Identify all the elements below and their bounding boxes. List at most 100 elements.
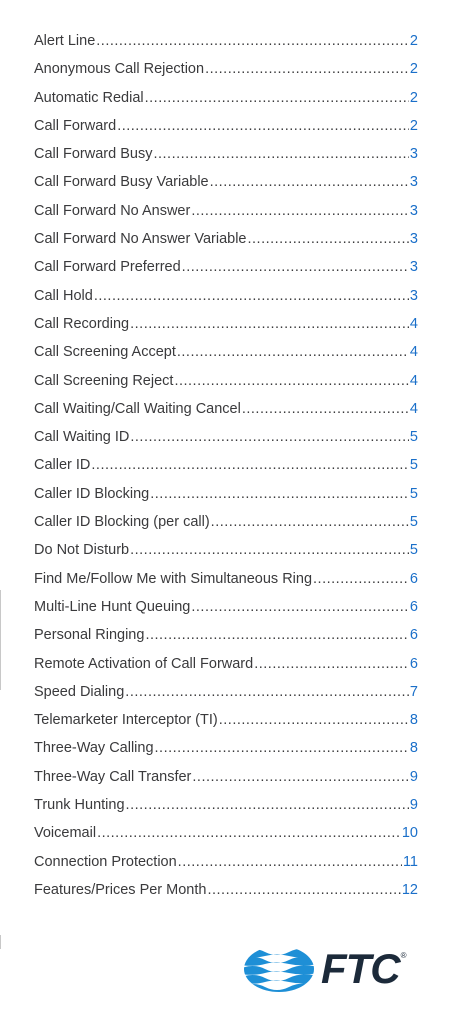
toc-entry[interactable]: Do Not Disturb5 [34, 542, 418, 570]
toc-entry[interactable]: Caller ID 5 [34, 457, 418, 485]
toc-entry-title: Call Waiting/Call Waiting Cancel [34, 400, 241, 417]
toc-entry-title: Anonymous Call Rejection [34, 61, 205, 78]
toc-entry[interactable]: Three-Way Calling8 [34, 740, 418, 768]
toc-entry[interactable]: Three-Way Call Transfer9 [34, 769, 418, 797]
toc-entry[interactable]: Caller ID Blocking 5 [34, 486, 418, 514]
toc-entry-page-number: 3 [409, 202, 418, 219]
toc-leader-dots [174, 373, 408, 389]
toc-entry-title: Call Waiting ID [34, 429, 130, 446]
toc-entry[interactable]: Call Screening Accept4 [34, 344, 418, 372]
toc-entry-title: Call Forward Busy Variable [34, 174, 209, 191]
toc-leader-dots [150, 486, 409, 502]
toc-entry[interactable]: Speed Dialing 7 [34, 684, 418, 712]
toc-entry-page-number: 9 [409, 797, 418, 814]
toc-entry-title: Three-Way Calling [34, 740, 154, 757]
toc-entry-title: Call Screening Reject [34, 372, 174, 389]
toc-entry-page-number: 6 [409, 627, 418, 644]
toc-leader-dots [96, 33, 409, 49]
toc-entry-page-number: 12 [401, 881, 418, 898]
toc-entry[interactable]: Call Recording4 [34, 316, 418, 344]
toc-entry-page-number: 3 [409, 259, 418, 276]
toc-entry-title: Call Forward No Answer [34, 202, 191, 219]
toc-leader-dots [130, 542, 409, 558]
toc-entry-page-number: 2 [409, 33, 418, 49]
toc-leader-dots [155, 740, 409, 756]
toc-leader-dots [130, 429, 409, 445]
toc-entry[interactable]: Multi-Line Hunt Queuing6 [34, 599, 418, 627]
toc-entry[interactable]: Trunk Hunting9 [34, 797, 418, 825]
page-edge-mark-bottom [0, 935, 1, 949]
toc-entry-page-number: 6 [409, 570, 418, 587]
toc-entry-page-number: 3 [409, 231, 418, 248]
toc-entry[interactable]: Call Forward 2 [34, 118, 418, 146]
toc-entry-title: Call Screening Accept [34, 344, 176, 361]
toc-leader-dots [97, 825, 401, 841]
toc-entry-page-number: 5 [409, 429, 418, 446]
toc-entry[interactable]: Find Me/Follow Me with Simultaneous Ring… [34, 571, 418, 599]
toc-entry-title: Caller ID [34, 457, 91, 474]
toc-entry[interactable]: Call Waiting/Call Waiting Cancel4 [34, 401, 418, 429]
toc-entry[interactable]: Personal Ringing 6 [34, 627, 418, 655]
toc-entry[interactable]: Call Forward No Answer 3 [34, 203, 418, 231]
toc-leader-dots [153, 146, 408, 162]
toc-entry-page-number: 11 [402, 853, 418, 870]
toc-entry[interactable]: Call Hold3 [34, 288, 418, 316]
toc-entry-title: Speed Dialing [34, 683, 125, 700]
toc-leader-dots [242, 401, 409, 417]
toc-entry[interactable]: Call Screening Reject4 [34, 373, 418, 401]
toc-entry-title: Personal Ringing [34, 627, 145, 644]
toc-entry[interactable]: Anonymous Call Rejection2 [34, 61, 418, 89]
ftc-logo: FTC ® [243, 945, 419, 993]
toc-leader-dots [313, 571, 409, 587]
toc-entry-title: Do Not Disturb [34, 542, 130, 559]
toc-entry[interactable]: Automatic Redial2 [34, 90, 418, 118]
toc-entry[interactable]: Features/Prices Per Month12 [34, 882, 418, 910]
toc-entry-title: Call Forward [34, 117, 117, 134]
toc-leader-dots [130, 316, 409, 332]
toc-entry-page-number: 3 [409, 287, 418, 304]
toc-entry[interactable]: Connection Protection 11 [34, 854, 418, 882]
toc-entry-title: Call Forward Preferred [34, 259, 181, 276]
toc-entry[interactable]: Call Forward No Answer Variable3 [34, 231, 418, 259]
toc-entry-page-number: 2 [409, 117, 418, 134]
toc-entry-title: Alert Line [34, 33, 96, 49]
toc-entry[interactable]: Caller ID Blocking (per call)5 [34, 514, 418, 542]
toc-leader-dots [191, 599, 409, 615]
toc-leader-dots [91, 457, 409, 473]
toc-leader-dots [207, 882, 400, 898]
toc-entry-page-number: 5 [409, 485, 418, 502]
toc-entry-page-number: 6 [409, 655, 418, 672]
toc-leader-dots [205, 61, 409, 77]
toc-entry-page-number: 5 [409, 457, 418, 474]
toc-entry[interactable]: Alert Line 2 [34, 33, 418, 61]
toc-leader-dots [145, 627, 408, 643]
toc-entry-title: Caller ID Blocking [34, 485, 150, 502]
toc-entry[interactable]: Call Forward Busy Variable3 [34, 174, 418, 202]
toc-entry[interactable]: Call Waiting ID 5 [34, 429, 418, 457]
toc-entry-title: Find Me/Follow Me with Simultaneous Ring [34, 570, 313, 587]
toc-leader-dots [219, 712, 409, 728]
toc-entry[interactable]: Telemarketer Interceptor (TI) 8 [34, 712, 418, 740]
toc-entry[interactable]: Call Forward Preferred 3 [34, 259, 418, 287]
toc-leader-dots [254, 656, 409, 672]
globe-waves-icon [244, 946, 314, 992]
toc-entry-title: Three-Way Call Transfer [34, 768, 192, 785]
toc-entry[interactable]: Call Forward Busy3 [34, 146, 418, 174]
toc-entry-page-number: 8 [409, 712, 418, 729]
toc-leader-dots [117, 118, 409, 134]
toc-entry-title: Caller ID Blocking (per call) [34, 514, 210, 531]
toc-entry-page-number: 3 [409, 146, 418, 163]
toc-entry-page-number: 10 [401, 825, 418, 842]
toc-entry-page-number: 4 [409, 315, 418, 332]
toc-entry-page-number: 7 [409, 683, 418, 700]
toc-entry-page-number: 6 [409, 598, 418, 615]
toc-entry-title: Connection Protection [34, 853, 177, 870]
toc-entry[interactable]: Remote Activation of Call Forward6 [34, 656, 418, 684]
toc-entry-title: Voicemail [34, 825, 97, 842]
page-edge-mark-top [0, 590, 1, 690]
logo-wordmark: FTC [321, 945, 401, 992]
toc-entry[interactable]: Voicemail 10 [34, 825, 418, 853]
toc-leader-dots [178, 854, 402, 870]
toc-entry-title: Telemarketer Interceptor (TI) [34, 712, 218, 729]
toc-leader-dots [177, 344, 409, 360]
